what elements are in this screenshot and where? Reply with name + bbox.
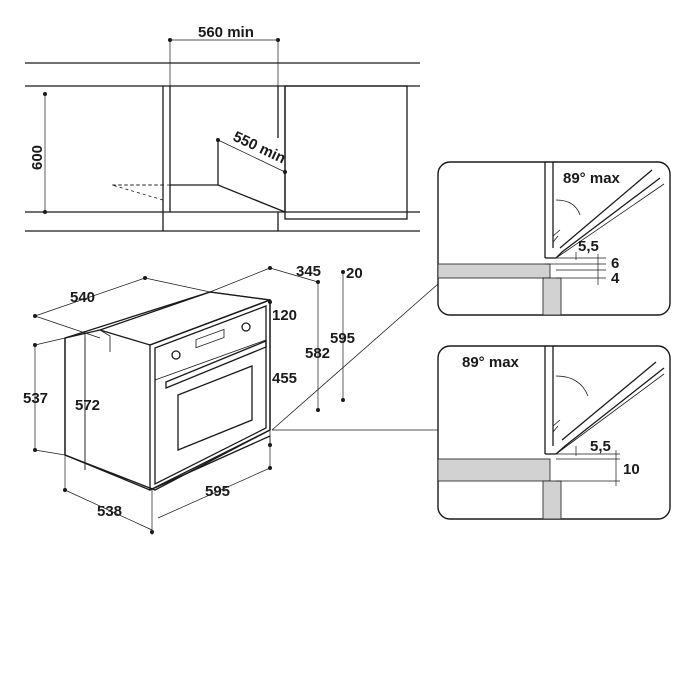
detail-top-gap-label: 5,5 <box>578 238 599 255</box>
body-height-right-label: 582 <box>305 345 330 362</box>
detail-bottom-angle-label: 89° max <box>462 354 520 371</box>
detail-top-dim-b-label: 4 <box>611 270 620 287</box>
cabinet-depth-min-label: 550 min <box>230 128 288 167</box>
control-height-label: 120 <box>272 307 297 324</box>
side-height-left-label: 537 <box>23 390 48 407</box>
detail-bottom: 89° max 5,5 10 <box>437 345 671 520</box>
bottom-depth-label: 538 <box>97 503 122 520</box>
depth-total-label: 540 <box>70 289 95 306</box>
body-height-left-label: 572 <box>75 397 100 414</box>
front-height-label: 595 <box>330 330 355 347</box>
front-to-top-label: 345 <box>296 263 321 280</box>
cabinet-width-min-label: 560 min <box>198 24 254 41</box>
detail-bottom-gap-label: 5,5 <box>590 438 611 455</box>
cabinet-view: 560 min 600 550 min <box>25 24 420 232</box>
detail-top-angle-label: 89° max <box>563 170 621 187</box>
oven-view: 540 345 20 120 595 582 455 537 572 <box>23 263 439 535</box>
detail-top-dim-a-label: 6 <box>611 255 619 272</box>
door-height-label: 455 <box>272 370 297 387</box>
width-label: 595 <box>205 483 230 500</box>
panel-thickness-label: 20 <box>346 265 363 282</box>
cabinet-height-label: 600 <box>29 145 46 170</box>
detail-top: 89° max 5,5 6 4 <box>437 161 671 316</box>
detail-bottom-dim-a-label: 10 <box>623 461 640 478</box>
